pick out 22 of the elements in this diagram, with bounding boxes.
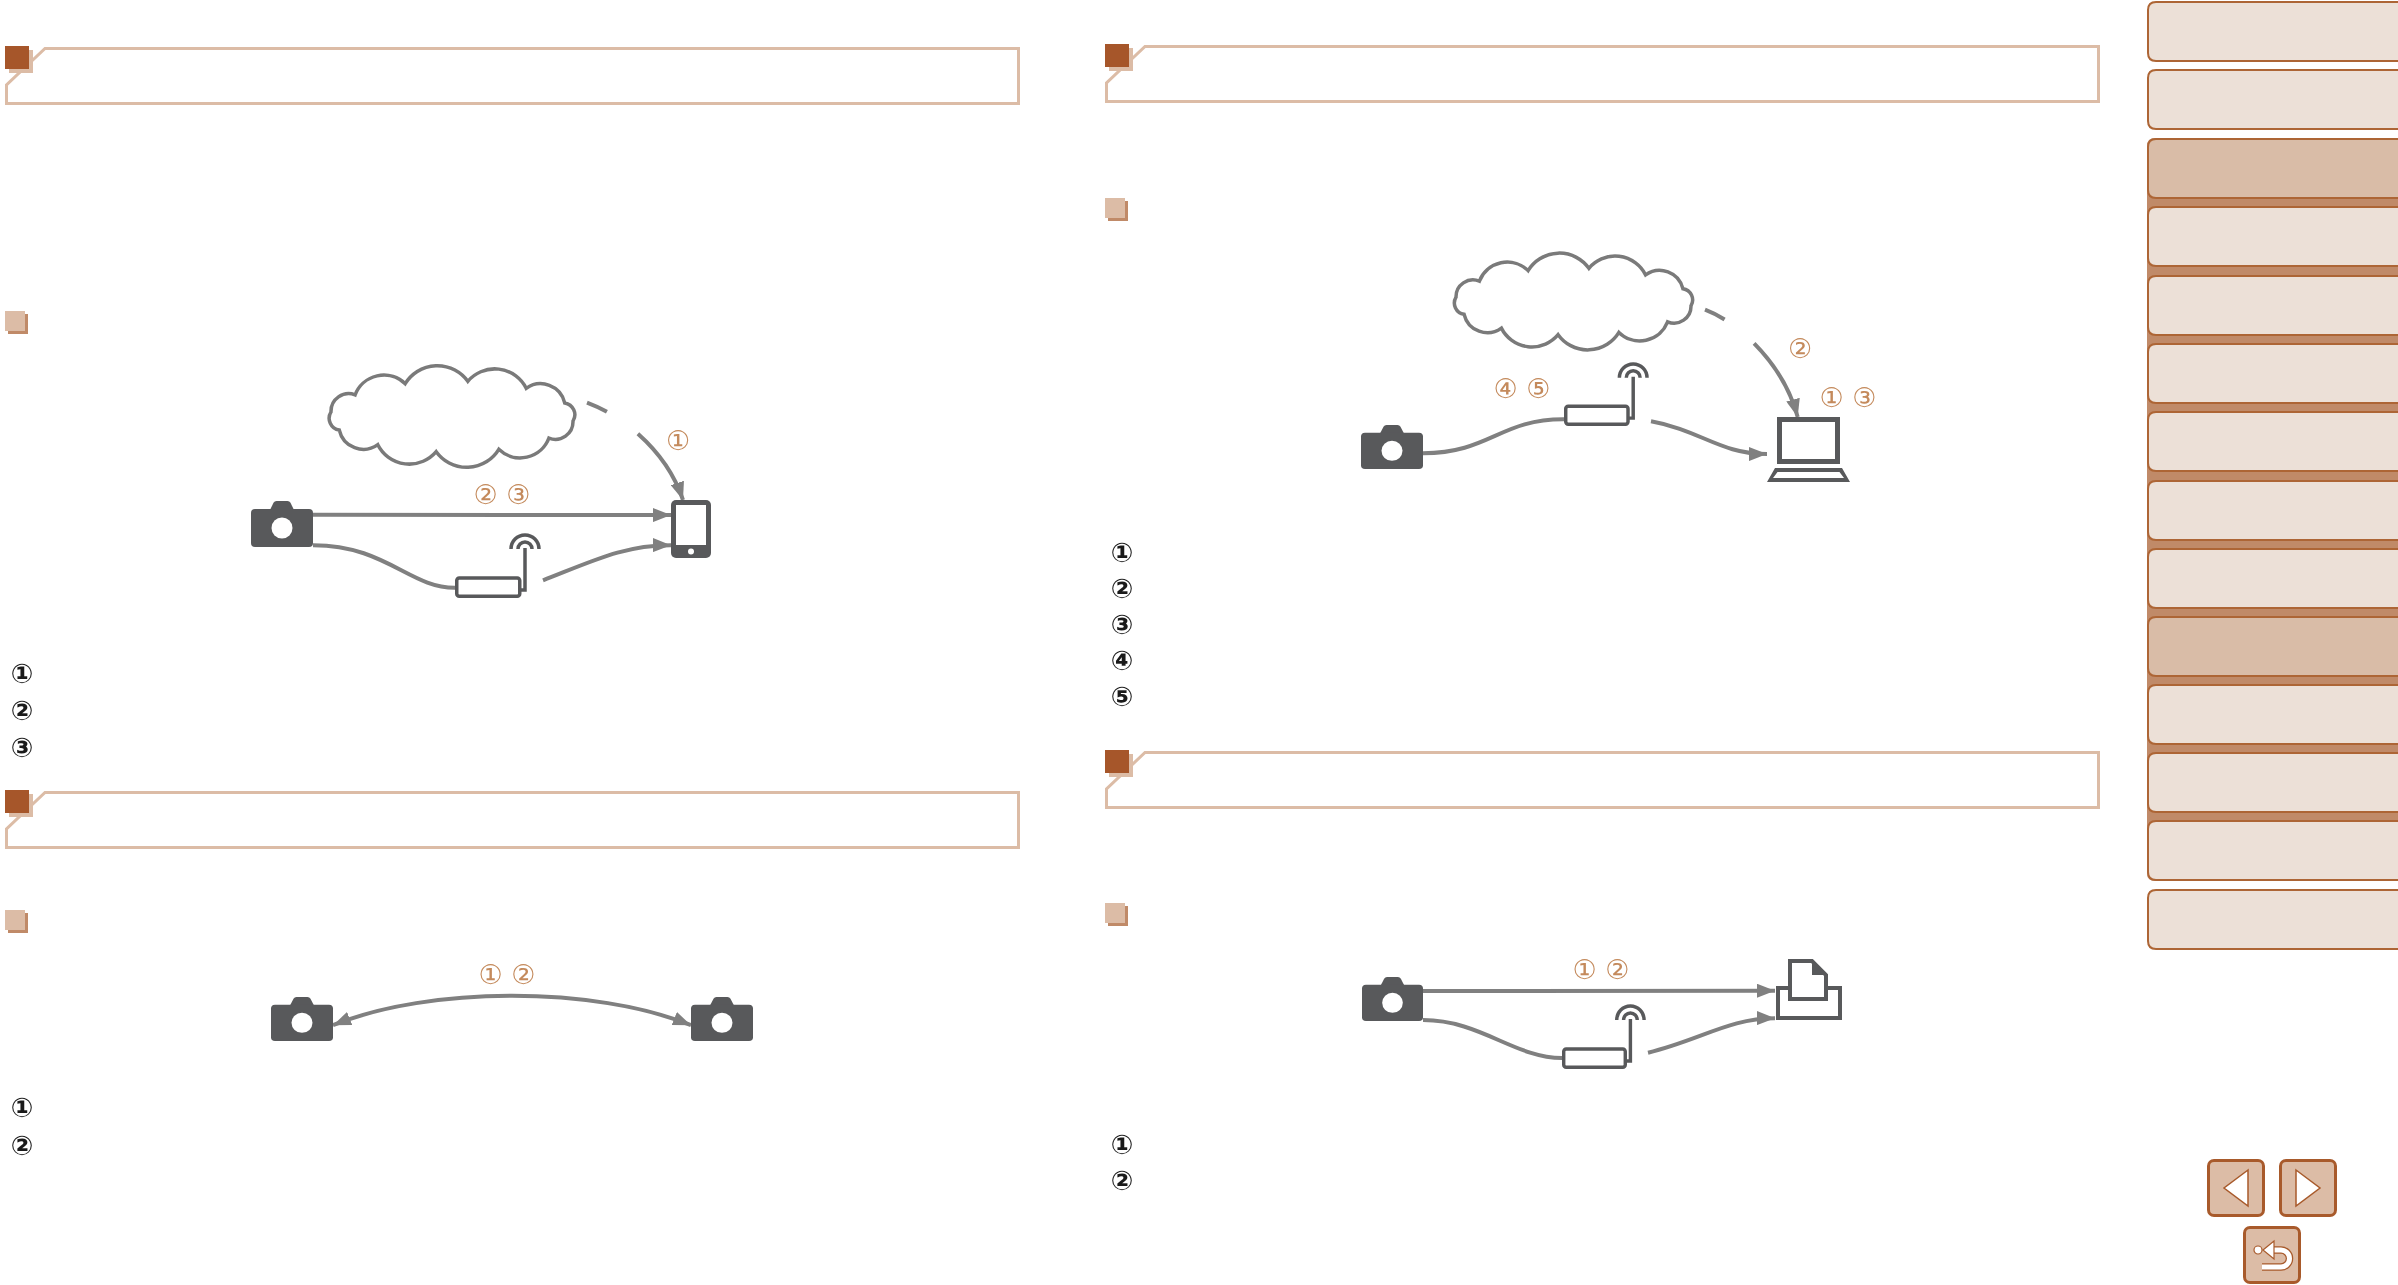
arrow [1650, 419, 1768, 461]
dashed-arrow [586, 400, 685, 501]
camera-icon [691, 997, 753, 1041]
laptop-icon [1767, 417, 1850, 482]
connector-line [1422, 417, 1565, 456]
connector-line [1422, 1018, 1563, 1061]
camera-icon [251, 501, 313, 547]
double-headed-arrow [332, 993, 692, 1028]
connector-line [312, 543, 456, 590]
router-icon [1562, 1001, 1648, 1069]
arrow [542, 538, 672, 583]
camera-icon [271, 997, 333, 1041]
router-icon [1564, 359, 1651, 426]
camera-icon [1361, 425, 1423, 469]
camera-icon [1362, 977, 1423, 1021]
arrow [1647, 1011, 1776, 1055]
arrow [1423, 983, 1775, 998]
dashed-arrow [1704, 307, 1801, 418]
printer-icon [1775, 959, 1843, 1020]
arrow [313, 508, 671, 523]
router-icon [455, 530, 543, 598]
smartphone-icon [671, 500, 711, 558]
